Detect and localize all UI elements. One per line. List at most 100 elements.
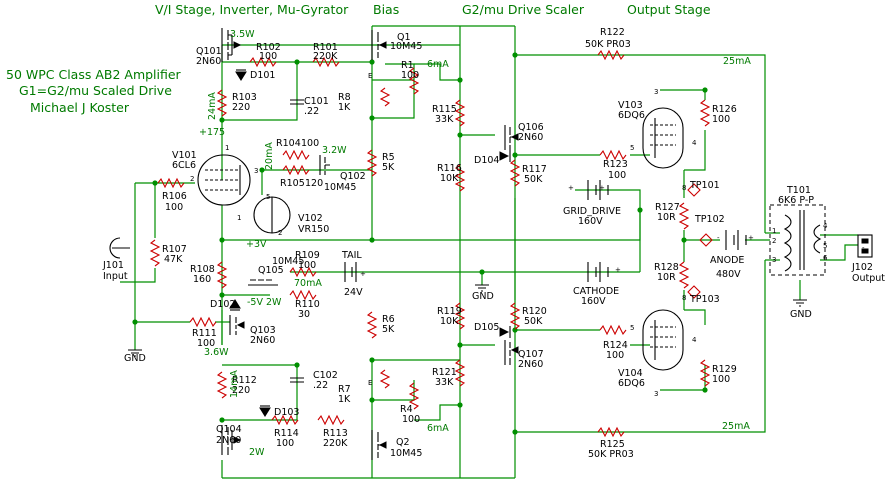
r124-symbol: [599, 324, 627, 336]
r106-symbol: [157, 177, 185, 189]
q105-value: 10M45: [272, 256, 304, 267]
r109-value: 100: [298, 260, 316, 271]
r116-ref: R116: [437, 163, 462, 174]
header-vi-stage: V/I Stage, Inverter, Mu-Gyrator: [155, 2, 349, 17]
q2-current: 6mA: [427, 423, 449, 434]
r7-value: 1K: [338, 394, 351, 405]
svg-text:E: E: [368, 379, 372, 387]
q102-ref: Q102: [340, 171, 366, 182]
svg-text:3: 3: [254, 167, 258, 175]
header-output-stage: Output Stage: [627, 2, 711, 17]
r121-ref: R121: [432, 367, 457, 378]
component-labels: Q101 2N60 R102 100 R101 220K Q1 10M45 R1…: [102, 27, 885, 460]
tail-name: TAIL: [341, 250, 362, 261]
wiring: [120, 25, 858, 479]
svg-text:4: 4: [692, 336, 697, 344]
q104-symbol: [221, 425, 242, 455]
q107-symbol: [504, 340, 519, 365]
r114-ref: R114: [274, 428, 299, 439]
svg-text:2: 2: [190, 175, 194, 183]
r104-value: 100: [301, 138, 319, 149]
svg-text:+: +: [599, 184, 605, 192]
r125-symbol: [597, 426, 625, 438]
title-line3: Michael J Koster: [30, 100, 130, 115]
j102-jack-icon: [857, 234, 873, 258]
r1-ref: R1: [401, 60, 414, 71]
r128-symbol: [678, 261, 690, 289]
jacks: [109, 234, 873, 259]
d104-symbol: [499, 151, 510, 161]
r5-value: 5K: [382, 162, 395, 173]
r120-symbol: [509, 302, 521, 330]
r126-symbol: [699, 99, 711, 127]
svg-text:-: -: [717, 234, 720, 242]
r8-ref: R8: [338, 92, 351, 103]
r110-ref: R110: [295, 299, 320, 310]
r110-value: 30: [298, 309, 310, 320]
q106-symbol: [504, 125, 519, 150]
plus3v: +3V: [246, 239, 267, 250]
r115-ref: R115: [432, 104, 457, 115]
grid-drive-battery: [587, 180, 609, 200]
svg-text:E: E: [368, 72, 372, 80]
transistors: [221, 28, 519, 460]
svg-text:1: 1: [237, 214, 241, 222]
q103-power: 3.6W: [204, 347, 229, 358]
d105-symbol: [499, 327, 510, 337]
q101-value: 2N60: [196, 56, 221, 67]
q1-value: 10M45: [390, 41, 422, 52]
junction-dots: [132, 52, 708, 435]
r101-value: 220K: [313, 51, 338, 62]
tubes: [197, 107, 684, 371]
q2-symbol: [371, 430, 387, 460]
r126-value: 100: [712, 114, 730, 125]
annotations: 3.5W 3.2W 6mA 25mA 24mA +175 20mA +3V 70…: [124, 29, 812, 458]
d103-ref: D103: [274, 407, 299, 418]
r103-symbol: [216, 89, 228, 117]
r129-symbol: [699, 359, 711, 387]
svg-text:2: 2: [772, 237, 776, 245]
r106-ref: R106: [162, 191, 187, 202]
pin-labels: 2 3 1 1 5 2 5 3 4 5 3 4 8 8 1 2 3 4 5 6 …: [190, 72, 865, 398]
title-line2: G1=G2/mu Scaled Drive: [19, 83, 172, 98]
r7-ref: R7: [338, 384, 351, 395]
r110-symbol: [289, 289, 317, 301]
q101-symbol: [221, 28, 242, 62]
j101-value: Input: [103, 271, 128, 282]
diodes: [229, 69, 511, 417]
j102-ref: J102: [851, 262, 873, 273]
r102-ref: R102: [256, 42, 281, 53]
r113-value: 220K: [323, 438, 348, 449]
v101-ref: V101: [172, 150, 197, 161]
transformer-t101: [769, 204, 826, 276]
j101-jack-icon: [109, 237, 130, 259]
gnd-label-2: GND: [472, 291, 494, 302]
svg-text:5: 5: [266, 193, 270, 201]
r104-ref: R104: [276, 138, 301, 149]
r112-symbol: [216, 371, 228, 399]
v104-ref: V104: [618, 368, 643, 379]
output-current-bot: 25mA: [722, 421, 750, 432]
r122-ref: R122: [600, 27, 625, 38]
r103-current: 24mA: [207, 92, 218, 120]
q103-symbol: [229, 315, 245, 335]
title-line1: 50 WPC Class AB2 Amplifier: [6, 67, 182, 82]
svg-text:+: +: [360, 270, 366, 278]
c101-value: .22: [304, 106, 319, 117]
r119-symbol: [454, 302, 466, 330]
r106-value: 100: [165, 202, 183, 213]
tail-battery: [344, 262, 357, 282]
q107-value: 2N60: [518, 359, 543, 370]
ground-icon: [128, 349, 142, 357]
q102-value: 10M45: [324, 182, 356, 193]
r122-value: 50K PR03: [585, 39, 631, 50]
v103-value: 6DQ6: [618, 110, 645, 121]
v102-symbol: [253, 196, 291, 234]
tp102-icon: [699, 233, 713, 247]
r123-ref: R123: [603, 159, 628, 170]
c102-value: .22: [313, 380, 328, 391]
q101-power: 3.5W: [230, 29, 255, 40]
svg-text:5: 5: [630, 144, 634, 152]
d104-ref: D104: [474, 155, 499, 166]
t101-ref: T101: [786, 185, 811, 196]
